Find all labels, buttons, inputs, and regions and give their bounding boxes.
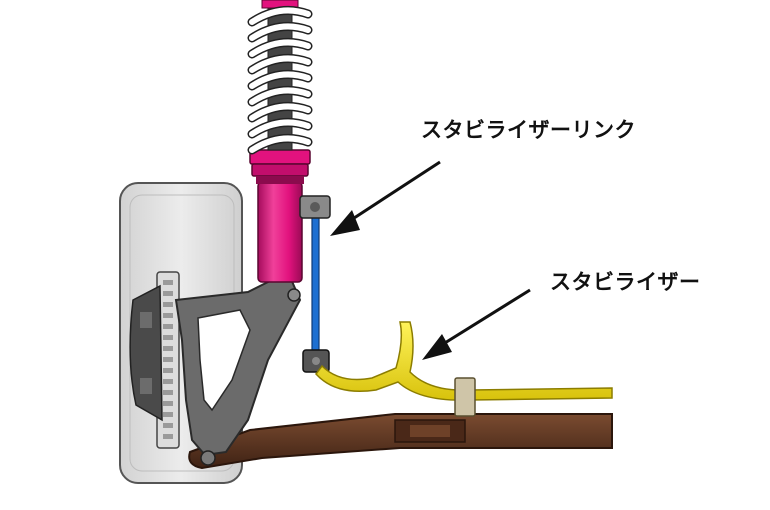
coil-spring xyxy=(247,5,313,155)
brake-caliper xyxy=(129,284,163,422)
rotor-vent xyxy=(163,324,173,329)
rotor-vent xyxy=(163,302,173,307)
spring-coil xyxy=(249,39,311,57)
rotor-vent xyxy=(163,423,173,428)
stabilizer-label: スタビライザー xyxy=(550,270,701,294)
spring-coil xyxy=(249,23,311,41)
stabilizer-link-label: スタビライザーリンク xyxy=(421,118,636,142)
rotor-vent xyxy=(163,291,173,296)
rotor-vent xyxy=(163,412,173,417)
steering-knuckle xyxy=(174,270,302,466)
rotor-vent xyxy=(163,346,173,351)
arrow-icon xyxy=(422,288,531,360)
rotor-vent xyxy=(163,335,173,340)
rotor-vent xyxy=(163,280,173,285)
spring-coil xyxy=(249,7,311,25)
stabilizer-link xyxy=(299,195,331,373)
spring-coil xyxy=(249,87,311,105)
spring-coil xyxy=(249,55,311,73)
rotor-vent xyxy=(163,379,173,384)
arrow-icon xyxy=(330,160,441,236)
spring-coil xyxy=(249,71,311,89)
spring-coil xyxy=(249,135,311,153)
rotor-vent xyxy=(163,368,173,373)
rotor-vent xyxy=(163,401,173,406)
rotor-vent xyxy=(163,434,173,439)
lower-arm xyxy=(188,413,613,470)
rotor-vent xyxy=(163,313,173,318)
rotor-vent xyxy=(163,390,173,395)
spring-coil xyxy=(249,119,311,137)
spring-coil xyxy=(249,103,311,121)
stabilizer-bar xyxy=(315,321,613,417)
rotor-vent xyxy=(163,357,173,362)
